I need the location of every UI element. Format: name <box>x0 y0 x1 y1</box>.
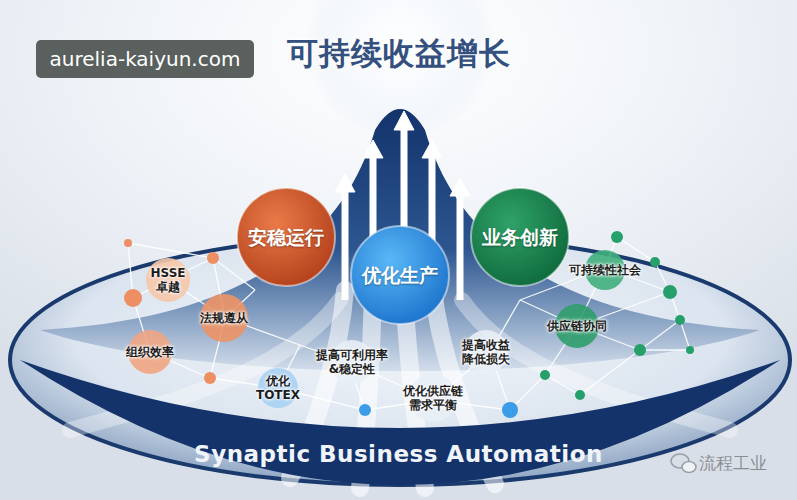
topic-label: 提高可利用率 &稳定性 <box>312 348 392 377</box>
circle-shape <box>351 226 449 324</box>
topic-circle: 供应链协同 <box>555 304 599 348</box>
mesh-line <box>640 320 680 350</box>
topic-label: 法规遵从 <box>200 311 248 325</box>
topic-circle: 优化供应链 需求平衡 <box>409 374 457 422</box>
topic-circle: 提高收益 降低损失 <box>464 330 508 374</box>
pillar-label: 业务创新 <box>482 226 558 249</box>
source-watermark: 流程工业 <box>699 452 767 475</box>
topic-circle: 可持续性社会 <box>585 250 625 290</box>
text-wrap: 优化供应链 需求平衡 <box>400 384 466 413</box>
mesh-dot <box>207 252 219 264</box>
topic-circle: HSSE 卓越 <box>146 258 190 302</box>
watermark-box: aurelia-kaiyun.com <box>36 40 254 78</box>
text-wrap: 优化 TOTEX <box>254 374 302 403</box>
mesh-dot <box>675 315 685 325</box>
mesh-line <box>640 349 690 350</box>
pillar-label: 安稳运行 <box>248 226 324 249</box>
topic-label: HSSE 卓越 <box>144 266 192 295</box>
text-wrap: 优化生产 <box>362 264 438 287</box>
mesh-dot <box>575 390 585 400</box>
mesh-dot <box>359 404 371 416</box>
mesh-dot <box>663 285 677 299</box>
text-wrap: 可持续性社会 <box>569 263 641 277</box>
text-wrap: 法规遵从 <box>200 311 248 325</box>
topic-circle: 组织效率 <box>128 330 172 374</box>
text-wrap: 安稳运行 <box>248 226 324 249</box>
topic-circle: 提高可利用率 &稳定性 <box>330 340 374 384</box>
pillar-circle: 安稳运行 <box>236 187 336 287</box>
topic-label: 组织效率 <box>126 345 174 359</box>
text-wrap: 业务创新 <box>482 226 558 249</box>
mesh-dot <box>650 257 660 267</box>
mesh-line <box>128 243 213 258</box>
circle-shape <box>200 294 248 342</box>
text-wrap: 提高收益 降低损失 <box>458 338 514 367</box>
topic-label: 供应链协同 <box>547 319 607 333</box>
mesh-dot <box>611 231 623 243</box>
circle-shape <box>471 188 569 286</box>
text-wrap: 提高可利用率 &稳定性 <box>312 348 392 377</box>
text-wrap: HSSE 卓越 <box>144 266 192 295</box>
topic-label: 可持续性社会 <box>569 263 641 277</box>
mesh-dot <box>502 402 518 418</box>
mesh-dot <box>686 346 694 354</box>
mesh-dot <box>124 289 142 307</box>
topic-label: 提高收益 降低损失 <box>458 338 514 367</box>
wechat-icon <box>671 454 696 473</box>
platform-label: Synaptic Business Automation <box>0 441 797 467</box>
mesh-line <box>545 375 580 395</box>
pillar-circle: 优化生产 <box>350 225 450 325</box>
text-wrap: 组织效率 <box>126 345 174 359</box>
text-wrap: 供应链协同 <box>547 319 607 333</box>
topic-circle: 法规遵从 <box>200 294 248 342</box>
mesh-dot <box>124 239 132 247</box>
pillar-label: 优化生产 <box>362 264 438 287</box>
mesh-dot <box>634 344 646 356</box>
topic-label: 优化 TOTEX <box>254 374 302 403</box>
topic-circle: 优化 TOTEX <box>258 368 298 408</box>
mesh-dot <box>204 372 216 384</box>
mesh-dot <box>540 370 550 380</box>
topic-label: 优化供应链 需求平衡 <box>400 384 466 413</box>
mesh-line <box>580 350 640 395</box>
pillar-circle: 业务创新 <box>470 187 570 287</box>
circle-shape <box>237 188 335 286</box>
mesh-line <box>617 237 655 262</box>
